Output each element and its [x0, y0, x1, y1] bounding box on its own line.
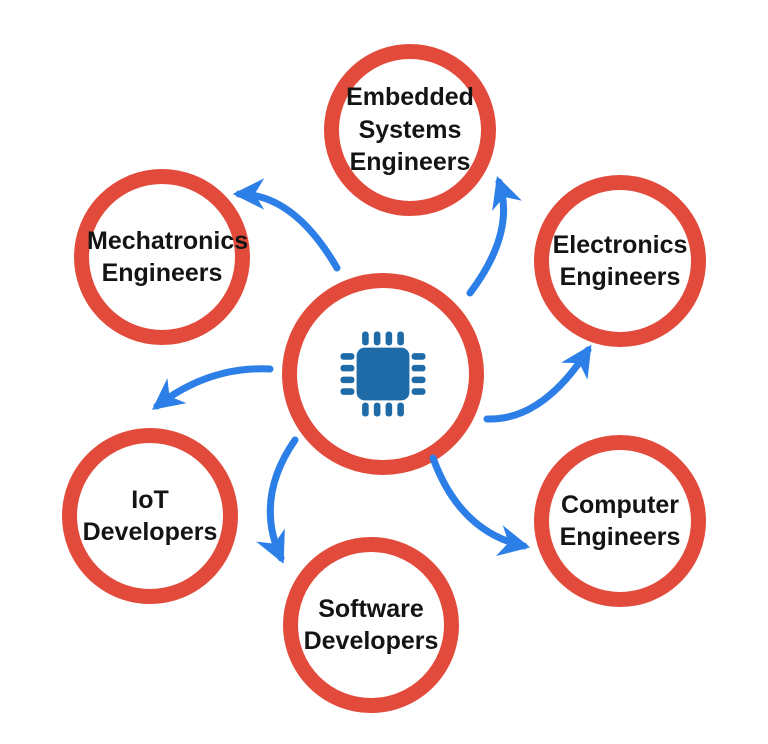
arrow-to-electronics-engineers — [483, 344, 592, 423]
microchip-icon — [340, 331, 426, 417]
node-electronics-engineers: Electronics Engineers — [534, 175, 706, 347]
arrow-to-computer-engineers — [429, 454, 531, 556]
arrow-to-embedded-systems-engineers — [466, 176, 523, 297]
node-label: Computer Engineers — [559, 490, 681, 552]
arrow-to-iot-developers — [152, 365, 274, 410]
node-label: Mechatronics Engineers — [87, 226, 249, 288]
node-label: Embedded Systems Engineers — [346, 83, 474, 177]
node-iot-developers: IoT Developers — [62, 428, 238, 604]
arrow-to-software-developers — [256, 436, 299, 564]
node-label: IoT Developers — [82, 485, 218, 547]
node-embedded-systems-engineers: Embedded Systems Engineers — [324, 44, 496, 216]
node-computer-engineers: Computer Engineers — [534, 435, 706, 607]
node-software-developers: Software Developers — [283, 537, 459, 713]
center-hub-circle — [282, 273, 484, 475]
node-mechatronics-engineers: Mechatronics Engineers — [74, 169, 250, 345]
node-label: Software Developers — [303, 594, 439, 656]
arrow-to-mechatronics-engineers — [232, 178, 341, 272]
node-label: Electronics Engineers — [552, 230, 688, 292]
